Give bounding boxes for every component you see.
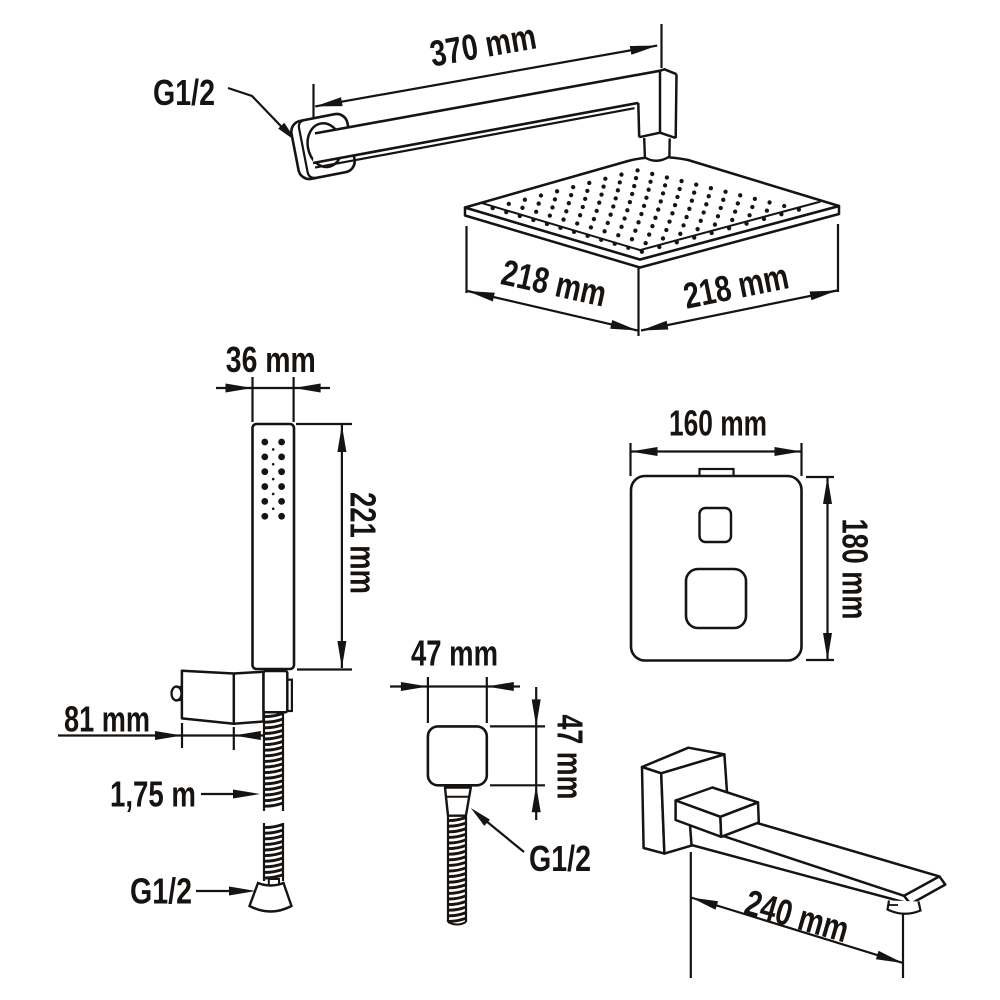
svg-text:1,75 m: 1,75 m xyxy=(110,774,196,815)
svg-text:81 mm: 81 mm xyxy=(64,699,150,740)
svg-text:221 mm: 221 mm xyxy=(343,492,384,594)
svg-text:47 mm: 47 mm xyxy=(411,633,498,674)
svg-text:G1/2: G1/2 xyxy=(130,871,192,912)
svg-text:36 mm: 36 mm xyxy=(226,339,316,380)
svg-text:G1/2: G1/2 xyxy=(529,838,591,879)
svg-text:160 mm: 160 mm xyxy=(669,403,767,444)
svg-text:47 mm: 47 mm xyxy=(550,715,591,800)
svg-text:180 mm: 180 mm xyxy=(835,519,876,620)
svg-text:G1/2: G1/2 xyxy=(153,72,215,113)
